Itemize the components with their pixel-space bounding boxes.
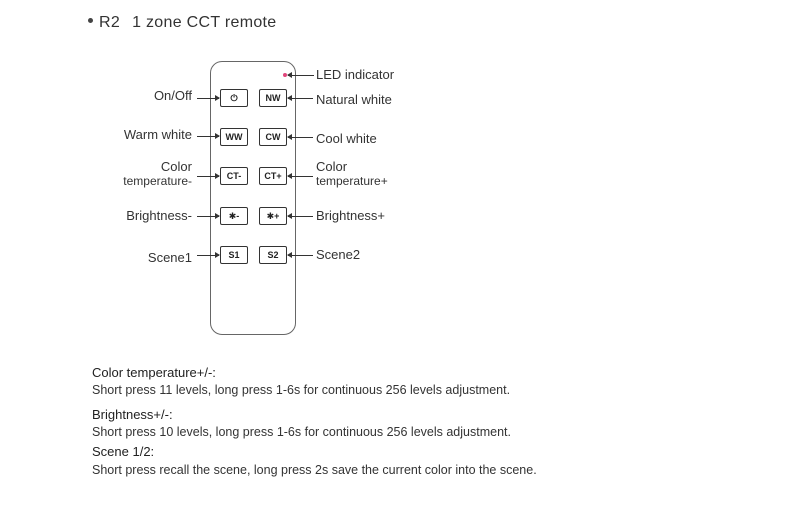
scene2-pointer-line	[287, 252, 313, 258]
label-ct-plus-line2: temperature+	[316, 174, 388, 188]
bullet-icon	[88, 18, 93, 24]
onoff-pointer-line	[197, 95, 220, 101]
notes-section: Color temperature+/-: Short press 11 lev…	[92, 364, 537, 485]
scene2-button[interactable]: S2	[259, 246, 287, 264]
label-scene2: Scene2	[316, 247, 361, 262]
note-text: Short press recall the scene, long press…	[92, 462, 537, 477]
label-ct-plus: Color temperature+	[316, 159, 388, 188]
label-ct-minus-line1: Color	[160, 159, 192, 174]
ww-pointer-line	[197, 133, 220, 139]
nw-button[interactable]: NW	[259, 89, 287, 107]
brightness-minus-button[interactable]: ✱-	[220, 207, 248, 225]
onoff-button[interactable]: ⏻	[220, 89, 248, 107]
ct-plus-button[interactable]: CT+	[259, 167, 287, 185]
brightness-minus-pointer-line	[197, 213, 220, 219]
label-led-indicator: LED indicator	[316, 67, 395, 82]
label-scene1: Scene1	[147, 250, 192, 265]
model-name: R2	[99, 14, 121, 31]
note-brightness: Brightness+/-: Short press 10 levels, lo…	[92, 406, 537, 442]
led-pointer-line	[287, 72, 314, 78]
label-warm-white: Warm white	[123, 127, 192, 142]
cw-button[interactable]: CW	[259, 128, 287, 146]
ww-button[interactable]: WW	[220, 128, 248, 146]
label-onoff: On/Off	[153, 88, 192, 103]
heading-title: 1 zone CCT remote	[132, 14, 277, 31]
remote-body	[210, 61, 296, 335]
note-color-temperature: Color temperature+/-: Short press 11 lev…	[92, 364, 537, 400]
ct-plus-pointer-line	[287, 173, 313, 179]
label-brightness-plus: Brightness+	[316, 208, 386, 223]
nw-pointer-line	[287, 95, 313, 101]
page-heading: R2 1 zone CCT remote	[88, 14, 276, 32]
note-scene: Scene 1/2: Short press recall the scene,…	[92, 443, 537, 479]
cw-pointer-line	[287, 134, 313, 140]
ct-minus-button[interactable]: CT-	[220, 167, 248, 185]
brightness-plus-button[interactable]: ✱+	[259, 207, 287, 225]
note-title: Brightness+/-:	[92, 406, 173, 422]
note-title: Color temperature+/-:	[92, 365, 216, 380]
label-natural-white: Natural white	[316, 92, 392, 107]
note-text: Short press 11 levels, long press 1-6s f…	[92, 383, 511, 398]
label-ct-minus-line2: temperature-	[123, 174, 192, 188]
note-text: Short press 10 levels, long press 1-6s f…	[92, 424, 511, 439]
ct-minus-pointer-line	[197, 173, 220, 179]
brightness-plus-pointer-line	[287, 213, 313, 219]
label-ct-minus: Color temperature-	[123, 159, 192, 188]
note-title: Scene 1/2:	[92, 444, 155, 460]
label-ct-plus-line1: Color	[316, 159, 348, 174]
label-brightness-minus: Brightness-	[126, 208, 192, 223]
scene1-pointer-line	[197, 252, 220, 258]
scene1-button[interactable]: S1	[220, 246, 248, 264]
led-indicator-dot	[283, 73, 287, 77]
label-cool-white: Cool white	[316, 131, 377, 146]
